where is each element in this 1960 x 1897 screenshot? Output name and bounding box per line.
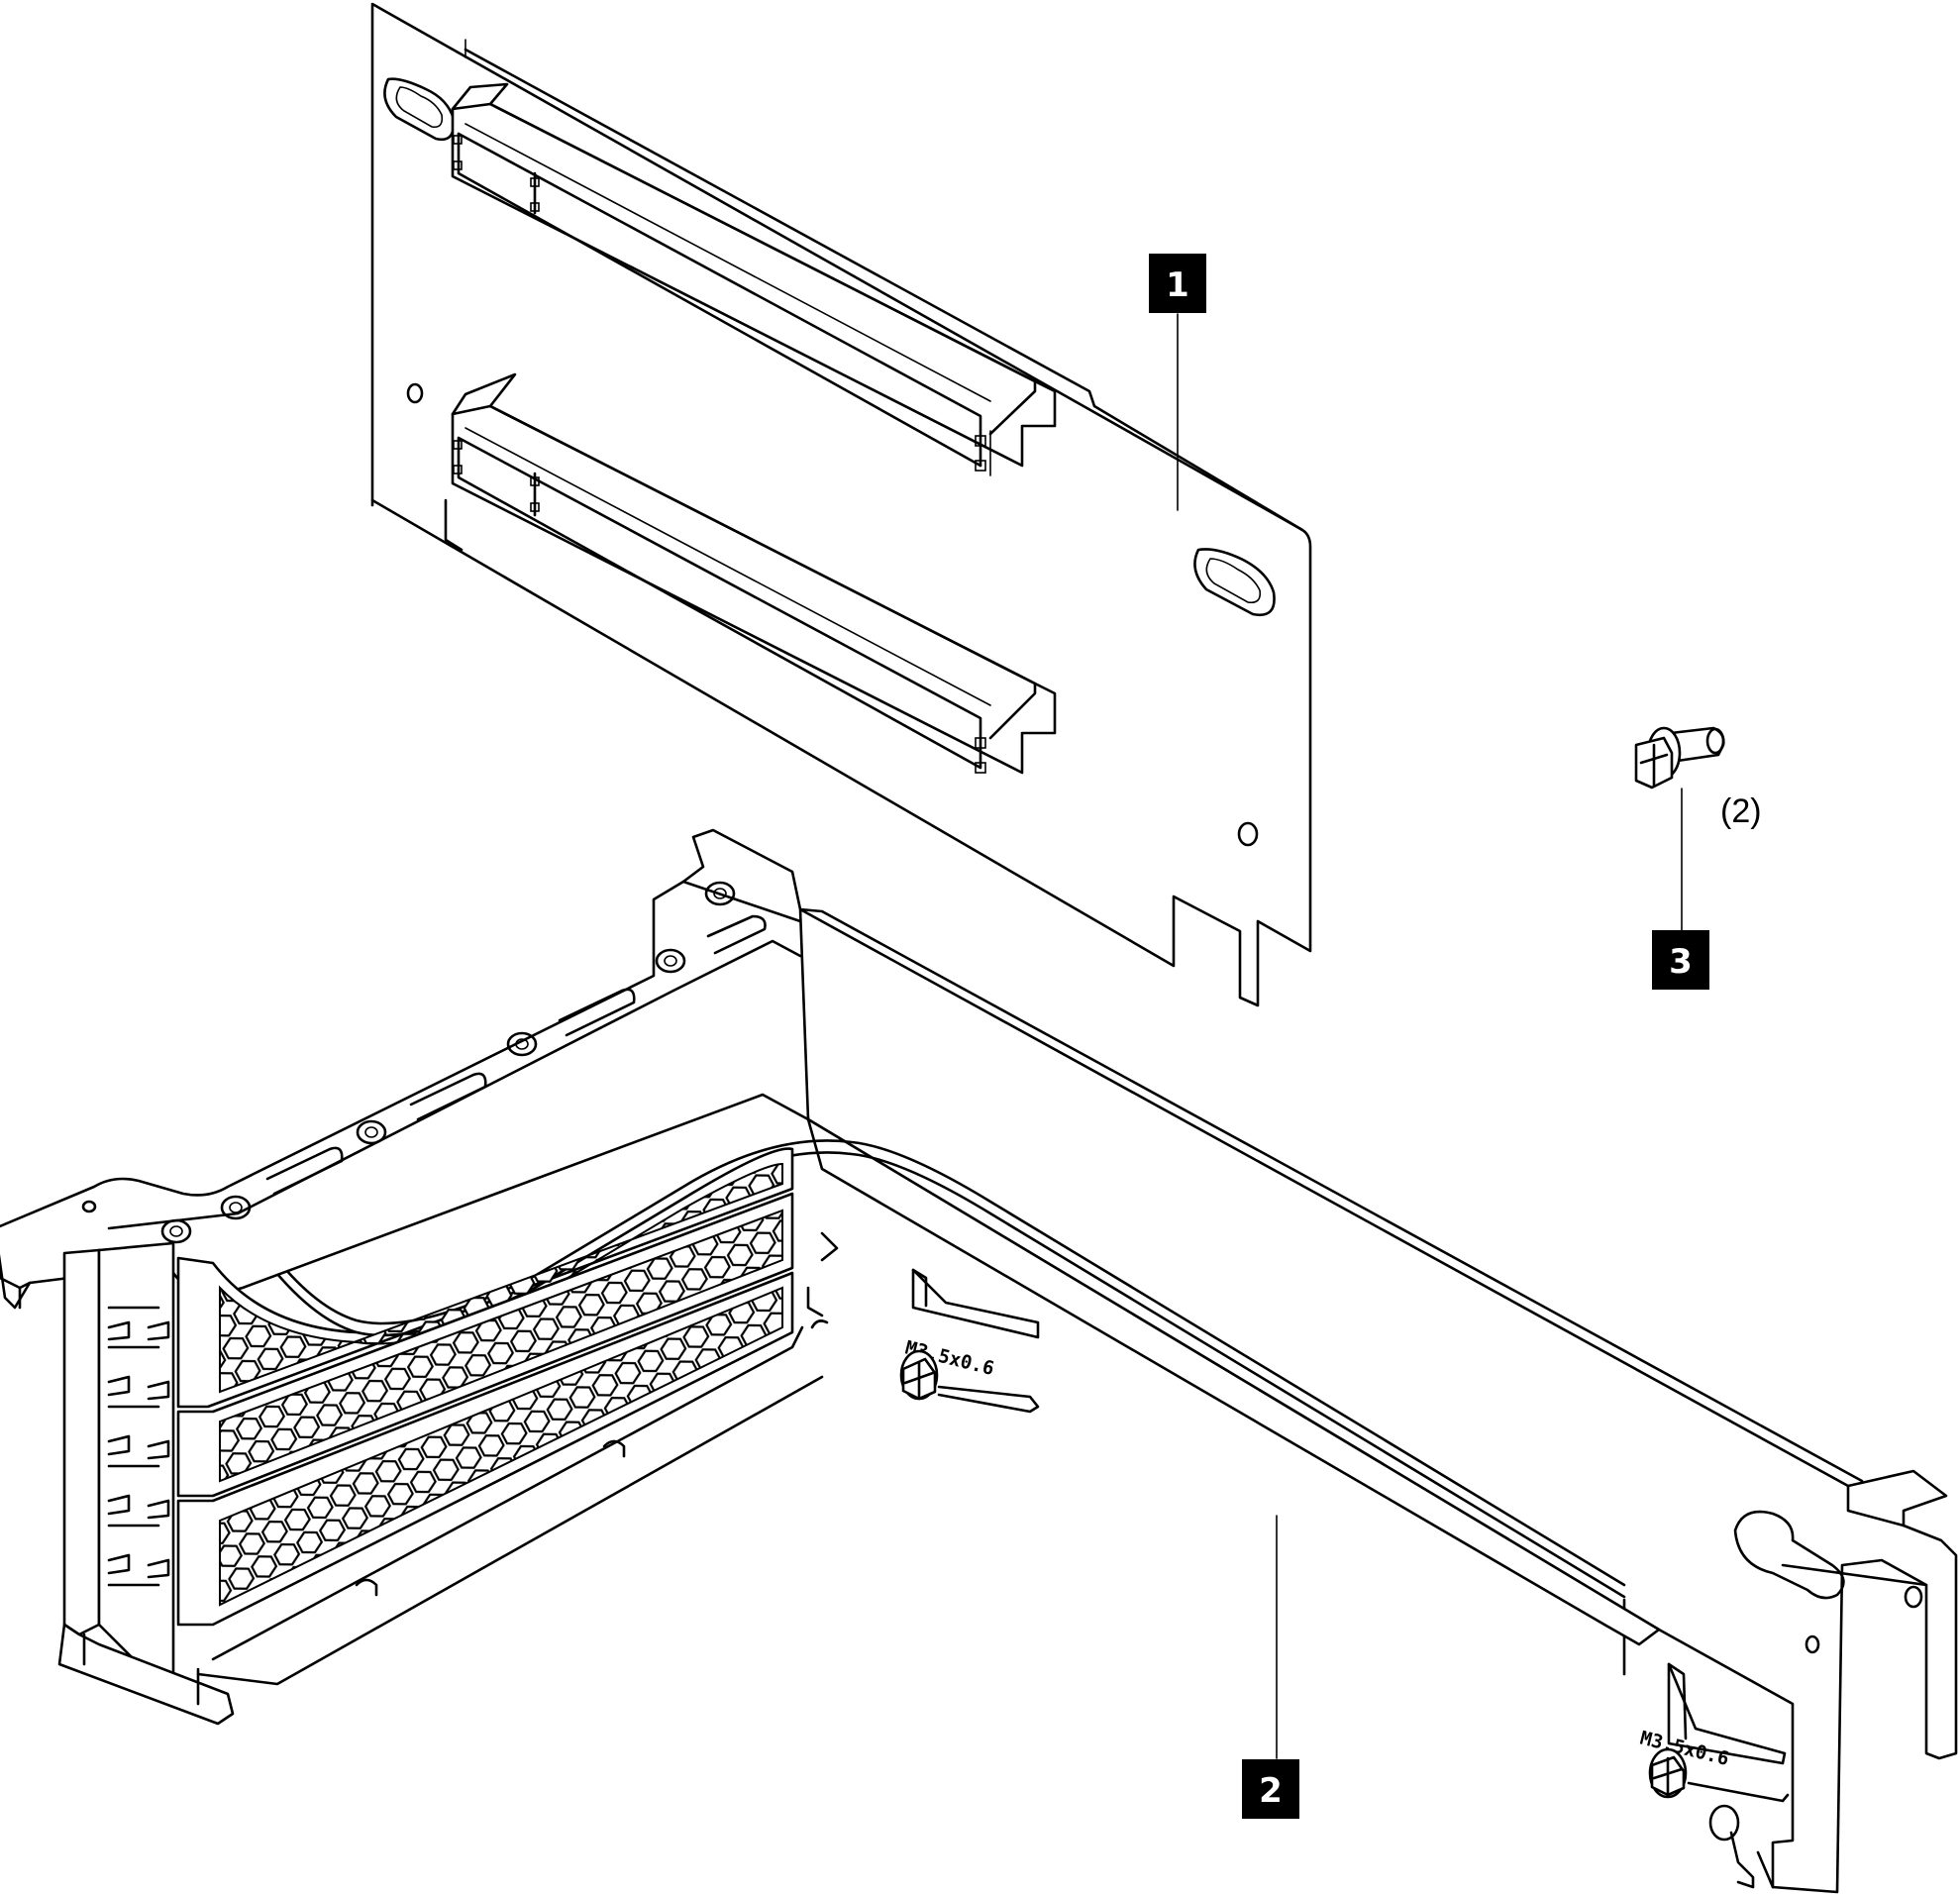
callout-3: 3 — [1652, 930, 1709, 990]
mount-hole — [1237, 821, 1259, 847]
callout-2: 2 — [1242, 1759, 1299, 1819]
slot-filler-3 — [176, 1271, 794, 1627]
keyhole-cage — [1733, 1510, 1845, 1600]
pcie-slot-upper — [451, 82, 1057, 476]
screw — [1634, 726, 1725, 790]
callout-1: 1 — [1149, 254, 1206, 313]
slot-filler-2 — [176, 1192, 794, 1498]
keyhole-lower — [1193, 548, 1276, 617]
riser-card — [370, 2, 1312, 1007]
svg-text:1: 1 — [1166, 265, 1189, 305]
pcie-bracket-fingers — [57, 1241, 235, 1726]
cage-screw-right — [1648, 1747, 1688, 1799]
quantity-note: (2) — [1720, 792, 1762, 830]
svg-text:3: 3 — [1669, 942, 1693, 982]
svg-text:2: 2 — [1259, 1771, 1283, 1811]
mount-hole — [406, 382, 424, 404]
riser-cage: M3.5x0.6 M3.5x0.6 — [0, 828, 1958, 1894]
rail-slots — [265, 914, 767, 1196]
cage-screw-left — [899, 1349, 939, 1401]
pcie-slot-lower — [451, 372, 1057, 775]
rail-holes — [81, 881, 736, 1244]
